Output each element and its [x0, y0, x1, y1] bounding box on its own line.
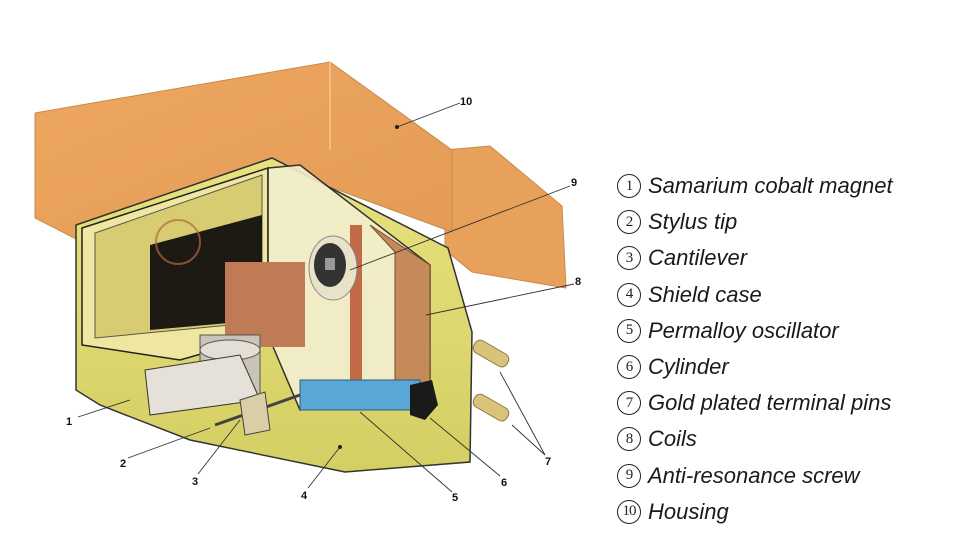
parts-legend: 1 Samarium cobalt magnet 2 Stylus tip 3 Canti… — [617, 168, 893, 530]
legend-label: Coils — [648, 426, 697, 452]
legend-item: 5 Permalloy oscillator — [617, 313, 893, 349]
legend-number-badge: 1 — [617, 174, 641, 199]
cantilever — [214, 391, 301, 436]
legend-item: 10 Housing — [617, 494, 893, 530]
legend-item: 6 Cylinder — [617, 349, 893, 385]
legend-label: Housing — [648, 498, 729, 524]
legend-label: Cantilever — [648, 245, 748, 271]
legend-item: 7 Gold plated terminal pins — [617, 385, 893, 421]
callout-3: 3 — [192, 476, 198, 488]
legend-number-badge: 10 — [617, 499, 641, 524]
legend-label: Permalloy oscillator — [648, 317, 839, 343]
terminal-pins — [472, 339, 510, 422]
callout-5: 5 — [452, 492, 458, 504]
leader-lines — [77, 102, 575, 493]
legend-number-badge: 2 — [617, 210, 641, 235]
legend-item: 3 Cantilever — [617, 240, 893, 276]
legend-label: Samarium cobalt magnet — [648, 173, 893, 199]
magnet — [144, 334, 261, 416]
anti-resonance-screw — [308, 235, 358, 301]
legend-label: Anti-resonance screw — [648, 462, 860, 488]
legend-label: Stylus tip — [648, 209, 738, 235]
legend-number-badge: 5 — [617, 318, 641, 343]
legend-item: 8 Coils — [617, 421, 893, 457]
callout-6: 6 — [501, 477, 507, 489]
callout-1: 1 — [66, 416, 72, 428]
permalloy-oscillator — [299, 379, 438, 420]
legend-item: 9 Anti-resonance screw — [617, 458, 893, 494]
callout-10: 10 — [460, 96, 472, 108]
callout-8: 8 — [575, 276, 581, 288]
callout-9: 9 — [571, 177, 577, 189]
legend-item: 4 Shield case — [617, 277, 893, 313]
legend-number-badge: 7 — [617, 391, 641, 416]
legend-label: Cylinder — [648, 354, 729, 380]
legend-label: Gold plated terminal pins — [648, 390, 892, 416]
callout-2: 2 — [120, 458, 126, 470]
legend-item: 2 Stylus tip — [617, 204, 893, 240]
legend-number-badge: 6 — [617, 355, 641, 380]
legend-item: 1 Samarium cobalt magnet — [617, 168, 893, 204]
legend-number-badge: 8 — [617, 427, 641, 452]
legend-number-badge: 4 — [617, 282, 641, 307]
housing — [34, 61, 567, 289]
callout-4: 4 — [301, 490, 308, 502]
legend-label: Shield case — [648, 281, 762, 307]
callout-7: 7 — [545, 456, 551, 468]
legend-number-badge: 3 — [617, 246, 641, 271]
legend-number-badge: 9 — [617, 463, 641, 488]
cartridge-cutaway-illustration: 10 9 8 7 6 5 4 3 2 1 — [34, 61, 581, 504]
